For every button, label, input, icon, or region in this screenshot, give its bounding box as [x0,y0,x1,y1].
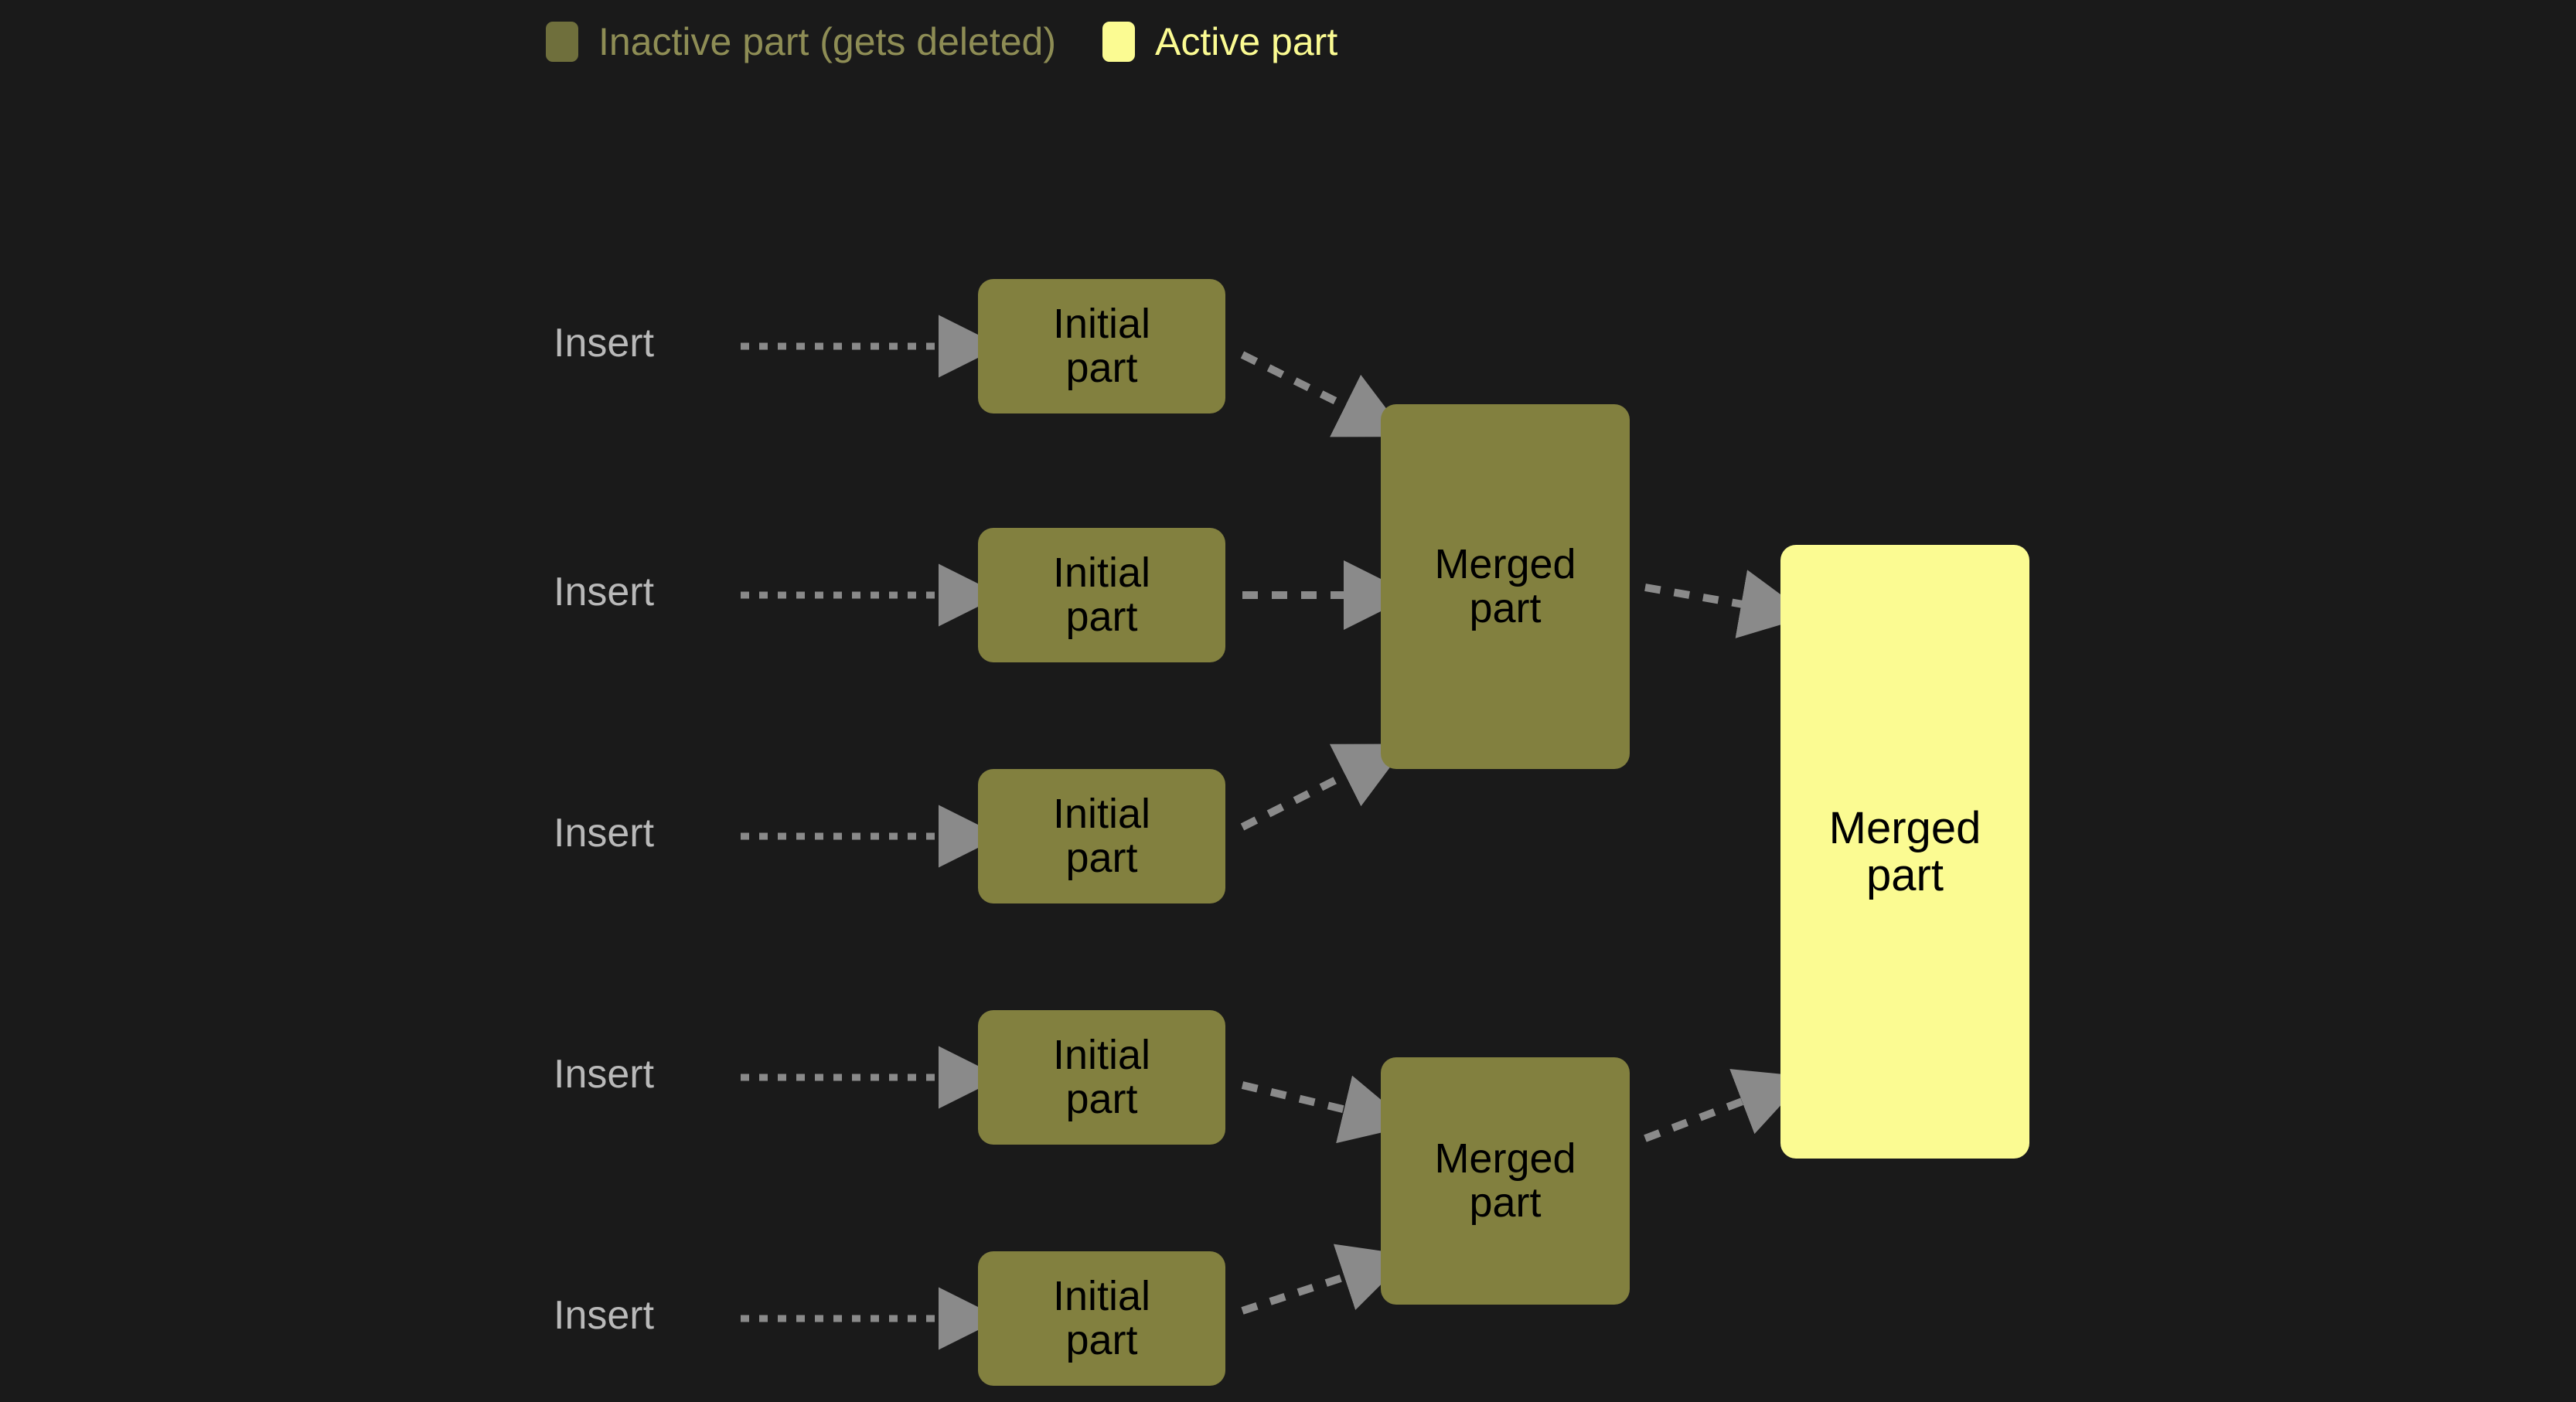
edge-merged1-to-final [1644,570,1810,638]
node-merged-part-1[interactable]: Merged part [1381,404,1630,769]
node-initial-part-3[interactable]: Initial part [978,769,1225,903]
edge-initial5-to-merged2 [1241,1244,1411,1315]
node-initial-part-5[interactable]: Initial part [978,1251,1225,1386]
edge-merged2-to-final [1644,1069,1808,1142]
inactive-swatch-icon [546,22,578,62]
edge-initial3-to-merged1 [1240,744,1408,831]
legend-label-inactive: Inactive part (gets deleted) [598,20,1056,63]
legend: Inactive part (gets deleted) Active part [546,22,1337,62]
legend-item-active: Active part [1102,22,1337,62]
node-initial-part-4[interactable]: Initial part [978,1010,1225,1145]
node-initial-part-1[interactable]: Initial part [978,279,1225,413]
insert-label-1: Insert [554,321,655,366]
node-merged-part-active[interactable]: Merged part [1780,545,2029,1159]
edge-initial1-to-merged1 [1240,351,1408,437]
insert-label-4: Insert [554,1052,655,1097]
node-initial-part-2[interactable]: Initial part [978,528,1225,662]
legend-item-inactive: Inactive part (gets deleted) [546,22,1056,62]
insert-label-5: Insert [554,1293,655,1338]
insert-label-2: Insert [554,570,655,614]
active-swatch-icon [1102,22,1135,62]
legend-label-active: Active part [1155,20,1338,63]
node-merged-part-2[interactable]: Merged part [1381,1057,1630,1305]
edge-initial4-to-merged2 [1241,1075,1412,1144]
insert-label-3: Insert [554,811,655,856]
